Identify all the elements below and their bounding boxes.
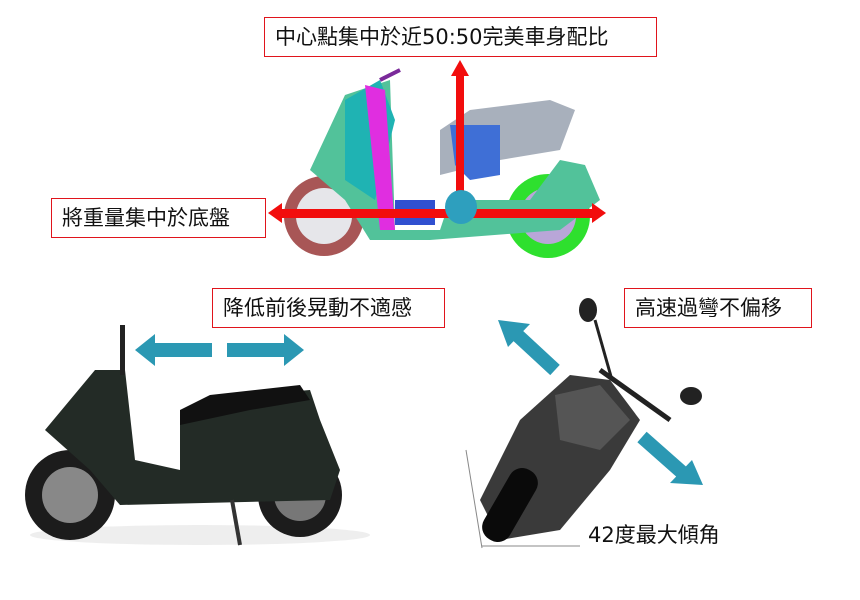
center-of-gravity-arrows: [268, 60, 606, 224]
cad-scooter-diagram: [284, 68, 600, 258]
label-stable-cornering: 高速過彎不偏移: [624, 288, 812, 328]
side-view-scooter: [25, 325, 370, 546]
label-reduce-sway: 降低前後晃動不適感: [212, 288, 445, 328]
center-of-gravity-dot: [445, 190, 477, 224]
label-center-balance: 中心點集中於近50:50完美車身配比: [264, 17, 657, 57]
label-lean-angle: 42度最大傾角: [588, 523, 720, 547]
sway-arrows: [135, 334, 304, 366]
label-low-chassis: 將重量集中於底盤: [51, 198, 266, 238]
cornering-arrows: [498, 320, 703, 485]
leaning-scooter: [465, 298, 702, 549]
